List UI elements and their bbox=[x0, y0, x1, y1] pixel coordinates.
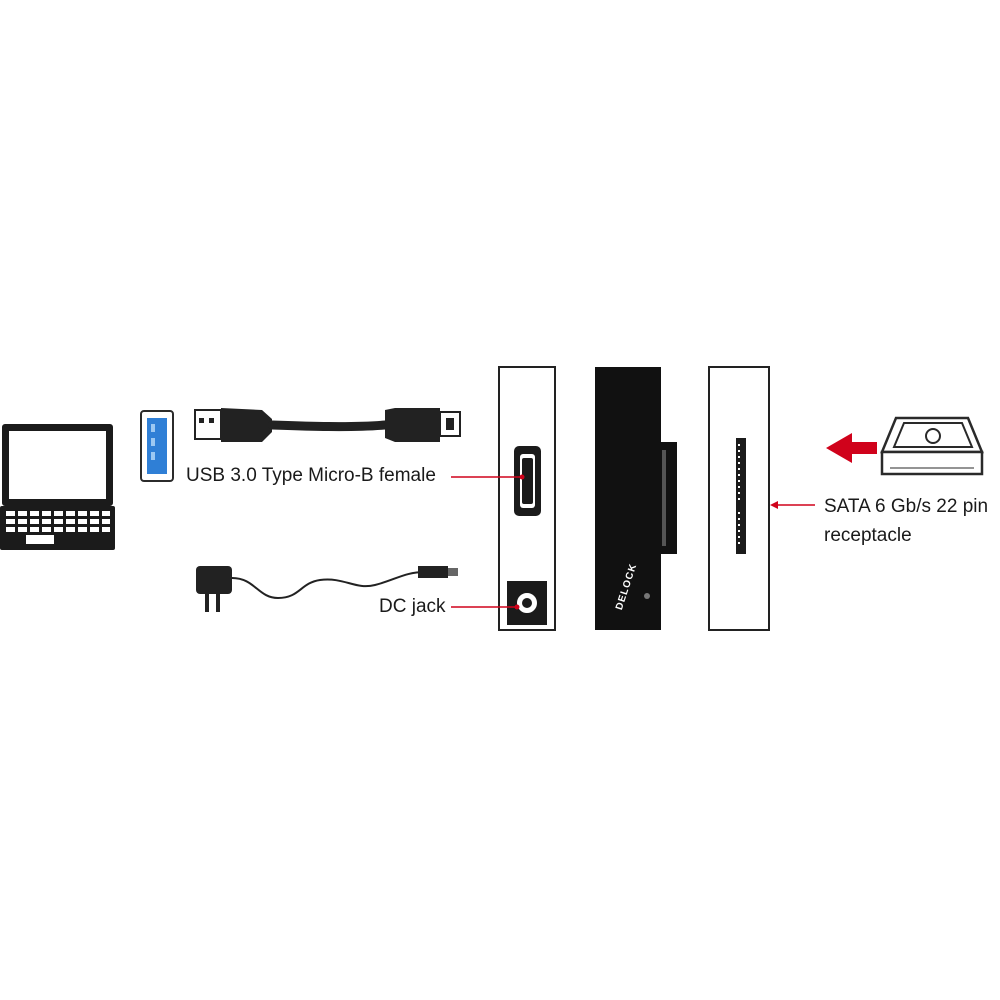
usb-port-label: USB 3.0 Type Micro-B female bbox=[186, 465, 436, 486]
usb-cable-icon bbox=[194, 408, 461, 442]
insert-arrow-icon bbox=[826, 433, 877, 463]
leader-lines bbox=[451, 474, 815, 610]
adapter-body bbox=[595, 367, 677, 630]
sata-receptacle-panel bbox=[708, 366, 770, 631]
usb-a-port-icon bbox=[140, 410, 174, 482]
sata-22pin-connector bbox=[736, 438, 746, 554]
sata-label-line1: SATA 6 Gb/s 22 pin bbox=[824, 496, 989, 517]
power-adapter-icon bbox=[196, 566, 458, 612]
hard-drive-icon bbox=[880, 416, 984, 476]
laptop-icon bbox=[0, 424, 115, 550]
dc-jack-label: DC jack bbox=[379, 596, 446, 617]
sata-label-line2: receptacle bbox=[824, 525, 912, 546]
adapter-port-panel bbox=[498, 366, 556, 631]
